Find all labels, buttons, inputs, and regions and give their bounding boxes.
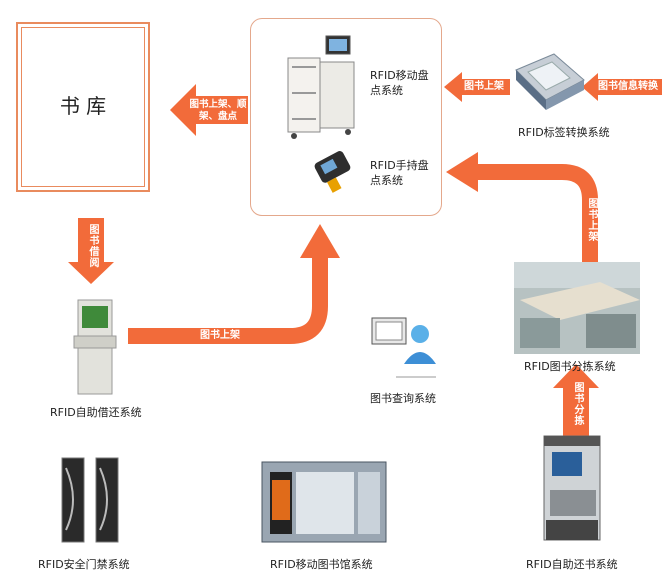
security-gate-label: RFID安全门禁系统 [38,558,130,571]
arrow-convert-label: 图书信息转换 [598,81,658,92]
arrow-shelve-mid-label: 图书上架 [200,330,240,341]
arrow-sort-label: 图书分拣 [572,382,583,426]
mobile-cart-drawing [287,35,355,139]
arrow-convert [582,73,662,101]
arrow-shelve-right [444,72,510,102]
mobile-inventory-label: RFID移动盘点系统 [370,69,429,97]
library-box: 书 库 [16,22,150,192]
sorting-photo [514,262,640,354]
arrow-sort [553,364,599,440]
mobile-library-drawing [261,461,387,543]
library-title: 书 库 [59,94,107,118]
mobile-library-label: RFID移动图书馆系统 [270,558,373,571]
arrow-shelve-mid [128,254,328,344]
query-drawing [371,317,436,378]
sorting-label: RFID图书分拣系统 [524,360,616,373]
return-kiosk-drawing [543,435,601,541]
query-label: 图书查询系统 [370,392,436,405]
arrow-borrow [68,218,114,284]
arrow-shelve-top [476,164,598,262]
arrow-to-library [170,84,248,136]
kiosk-drawing [73,299,117,395]
arrow-shelve-top-label: 图书上架 [586,198,597,242]
arrow-shelve-right-label: 图书上架 [464,81,504,92]
arrow-borrow-label: 图书借阅 [87,224,98,268]
tag-conversion-label: RFID标签转换系统 [518,126,610,139]
tag-device-drawing [515,53,585,110]
arrow-to-library-label: 图书上架、顺架、盘点 [189,99,247,122]
self-return-label: RFID自助还书系统 [526,558,618,571]
handheld-inventory-label: RFID手持盘点系统 [370,159,429,187]
handheld-drawing [314,151,351,193]
self-borrow-label: RFID自助借还系统 [50,406,142,419]
gate-drawing [61,457,119,543]
